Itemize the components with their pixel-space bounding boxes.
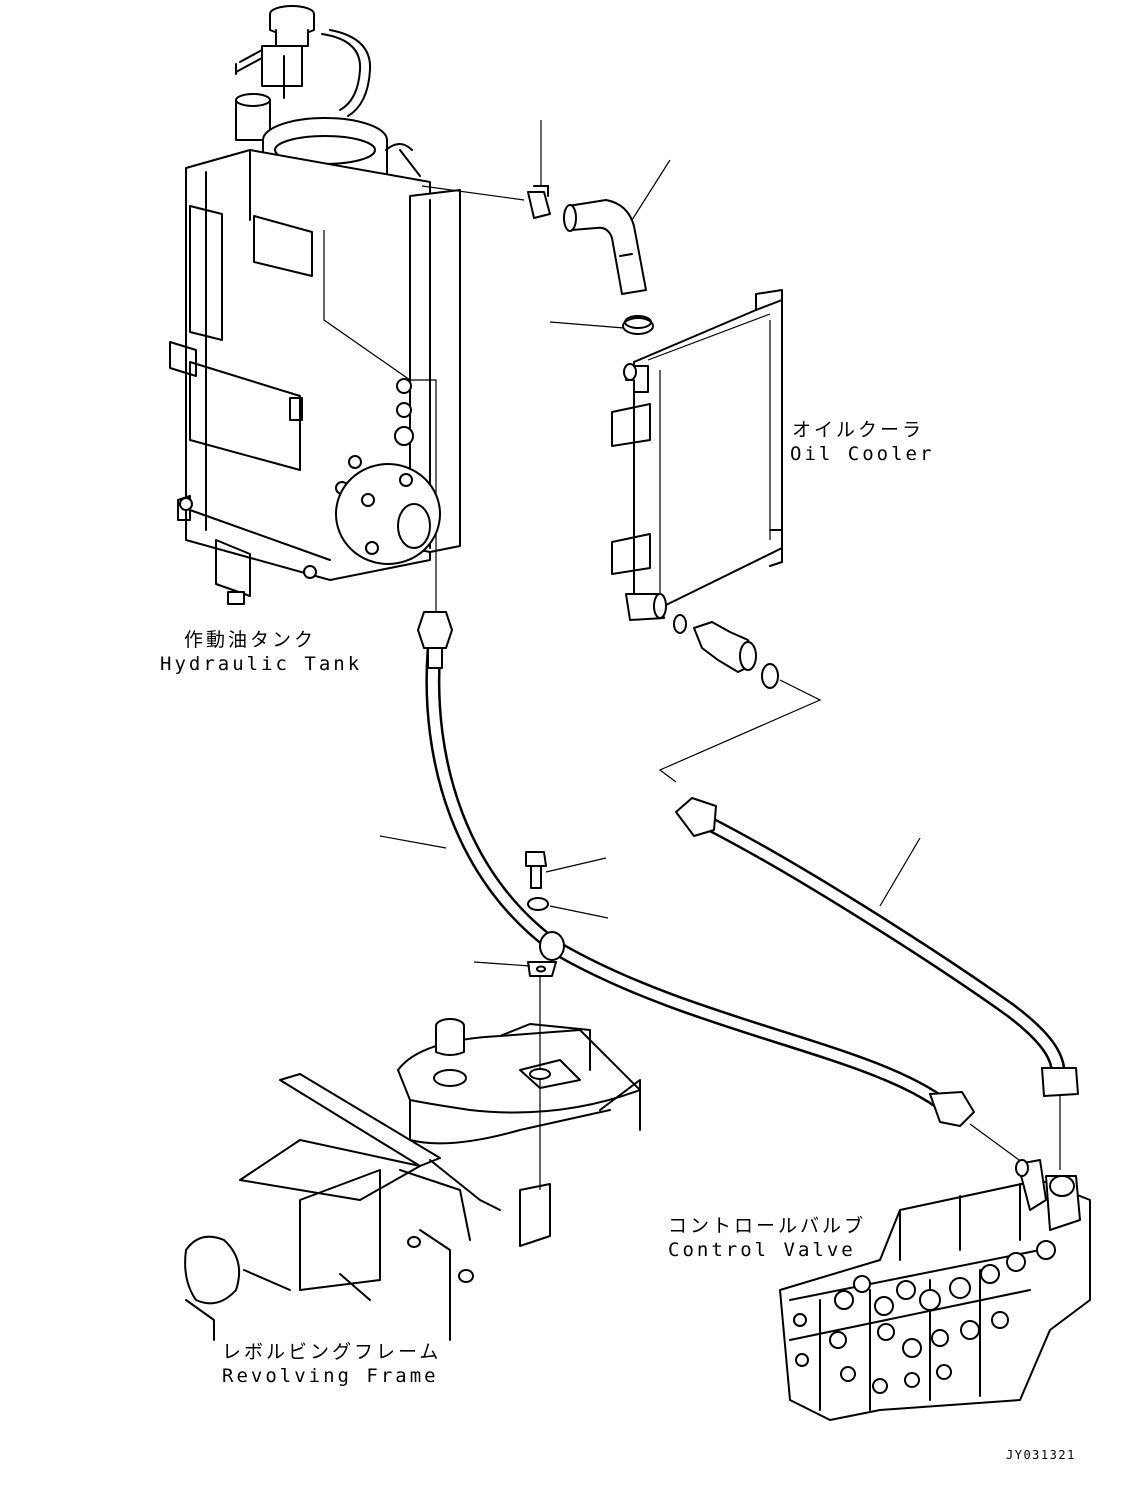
hydraulic-tank-drawing: [169, 5, 461, 620]
hydraulic-tank-label-en: Hydraulic Tank: [160, 653, 363, 675]
drawing-code: JY031321: [1006, 1448, 1076, 1462]
oil-cooler-drawing: [611, 289, 822, 783]
oil-cooler-label: オイルクーラ Oil Cooler: [790, 418, 935, 466]
control-valve-drawing: [779, 1159, 1091, 1421]
hydraulic-tank-label-jp: 作動油タンク: [183, 629, 316, 651]
hoses-drawing: [379, 611, 1079, 1190]
upper-fittings-drawing: [421, 120, 671, 335]
revolving-frame-label-en: Revolving Frame: [222, 1365, 439, 1387]
hydraulic-tank-label: 作動油タンク Hydraulic Tank: [160, 628, 363, 676]
control-valve-label-jp: コントロールバルブ: [668, 1215, 867, 1237]
revolving-frame-drawing: [184, 1018, 641, 1341]
revolving-frame-label: レボルビングフレーム Revolving Frame: [222, 1340, 442, 1388]
revolving-frame-label-jp: レボルビングフレーム: [222, 1341, 442, 1363]
oil-cooler-label-jp: オイルクーラ: [791, 419, 924, 441]
control-valve-label-en: Control Valve: [668, 1239, 856, 1261]
control-valve-label: コントロールバルブ Control Valve: [668, 1214, 867, 1262]
oil-cooler-label-en: Oil Cooler: [790, 443, 935, 465]
